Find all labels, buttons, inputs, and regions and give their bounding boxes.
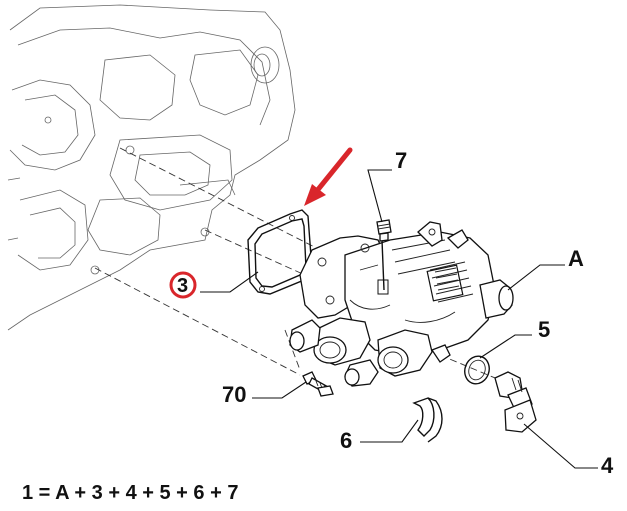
callout-6: 6 <box>340 428 352 453</box>
retaining-clip-part-6 <box>412 397 443 443</box>
bolt-part-70 <box>302 371 334 397</box>
callout-5: 5 <box>538 317 550 342</box>
temperature-sensor-part-4 <box>494 371 537 433</box>
bleed-screw-part-7 <box>376 219 392 242</box>
callout-4: 4 <box>601 453 614 478</box>
highlight-circle-part-3 <box>169 271 197 299</box>
callout-70: 70 <box>222 382 246 407</box>
thermostat-housing-part-A <box>289 221 514 387</box>
callout-7: 7 <box>395 148 407 173</box>
callout-3: 3 <box>177 275 188 297</box>
highlight-arrow <box>304 147 353 206</box>
assembly-formula: 1 = A + 3 + 4 + 5 + 6 + 7 <box>22 482 239 504</box>
callout-A: A <box>568 246 584 271</box>
leader-lines <box>200 169 598 469</box>
engine-block-outline <box>7 4 296 331</box>
